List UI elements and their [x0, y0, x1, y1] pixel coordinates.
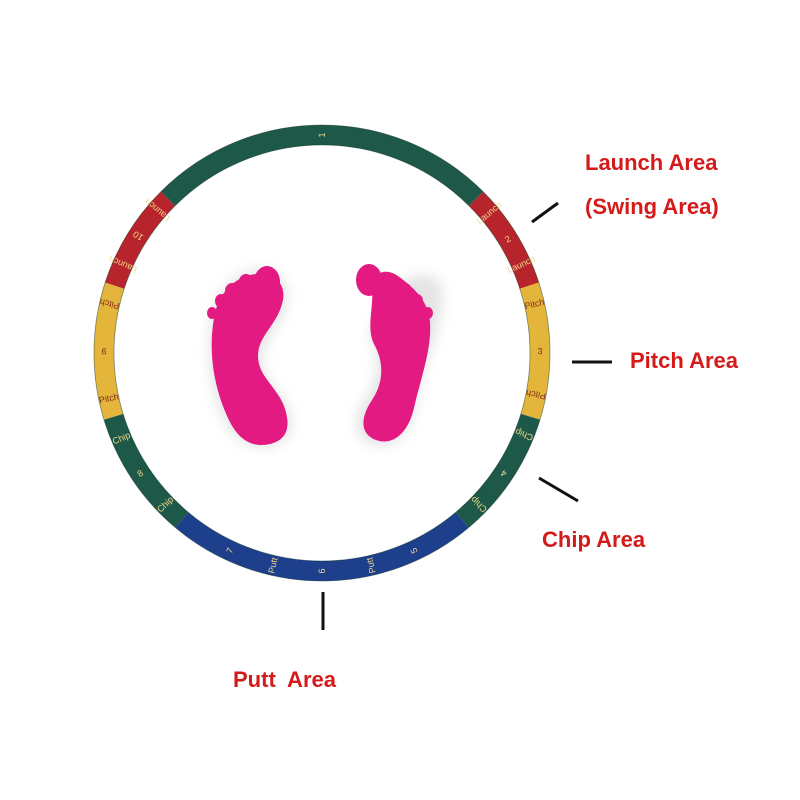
left-toe-2: [238, 274, 254, 292]
launch-area-callout: Launch Area: [585, 150, 718, 175]
ring-segment-launch-left: [105, 191, 176, 289]
ring-segment-chip-left: [103, 413, 189, 528]
ring-label-putt-number-6: 6: [317, 568, 327, 573]
ring-label-launch-right-number: 2: [503, 234, 513, 245]
right-toe-4: [411, 294, 423, 308]
putt-area-callout: Putt Area: [233, 667, 336, 692]
right-foot-sole: [363, 271, 431, 442]
left-big-toe: [254, 266, 280, 298]
ring-label-top-number: 1: [317, 132, 327, 137]
ring-edge-outer: [93, 124, 551, 582]
ring-label-chip-right-number: 4: [499, 468, 509, 479]
ring-label-putt-label-a: Putt: [364, 556, 377, 574]
ring-label-pitch-right-label-a: Pitch: [524, 297, 546, 311]
right-toe-2: [382, 274, 398, 292]
ring-segment-top-band: [160, 125, 484, 206]
swing-area-callout: (Swing Area): [585, 194, 719, 219]
left-foot-sole: [211, 273, 288, 445]
pitch-area-callout: Pitch Area: [630, 348, 739, 373]
right-footprint: [356, 264, 443, 447]
ring-segment-putt-bottom: [175, 512, 469, 581]
ring-label-pitch-left-number: 9: [101, 346, 106, 356]
ring-edge-inner: [113, 144, 531, 562]
right-toe-3: [398, 283, 412, 299]
right-toe-5: [423, 307, 433, 319]
ring-segment-chip-right: [455, 413, 541, 528]
right-big-toe: [356, 264, 382, 296]
ring-label-putt-number-5: 5: [409, 546, 420, 555]
ring-label-pitch-left-label-b: Pitch: [99, 297, 121, 311]
mat-ring: [93, 124, 551, 582]
launch-pointer-line: [531, 201, 559, 224]
ring-segment-pitch-left: [94, 282, 125, 420]
ring-label-chip-left-number: 8: [135, 468, 145, 479]
left-toe-3: [225, 283, 239, 299]
left-toe-5: [207, 307, 217, 319]
chip-area-callout: Chip Area: [542, 527, 646, 552]
ring-label-launch-left-number: 10: [131, 229, 145, 243]
ring-label-pitch-left-label-a: Pitch: [98, 391, 120, 405]
ring-label-putt-number-7: 7: [224, 546, 235, 555]
ring-label-pitch-right-number: 3: [537, 346, 542, 356]
chip-pointer-line: [538, 476, 579, 503]
ring-label-pitch-right-label-b: Pitch: [525, 388, 547, 402]
left-toe-4: [215, 294, 227, 308]
ring-label-putt-label-b: Putt: [266, 556, 279, 574]
ring-segment-launch-right: [468, 191, 539, 289]
ring-segment-pitch-right: [519, 282, 550, 420]
left-footprint: [207, 266, 292, 447]
